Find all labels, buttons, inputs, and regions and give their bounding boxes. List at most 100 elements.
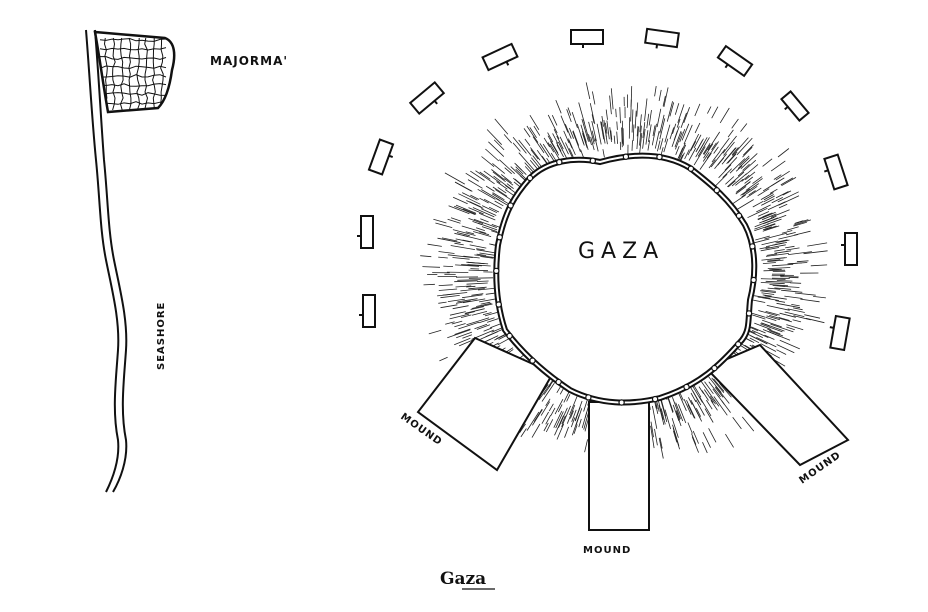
- hatch-stroke: [494, 118, 509, 135]
- hatch-stroke: [465, 308, 485, 314]
- hatch-stroke: [582, 130, 589, 150]
- hatch-stroke: [454, 181, 472, 192]
- hatch-stroke: [651, 123, 657, 146]
- hatch-stroke: [793, 307, 803, 311]
- hatch-stroke: [762, 217, 775, 223]
- hatch-stroke: [764, 225, 777, 231]
- wall-tower: [651, 395, 659, 403]
- hatch-stroke: [715, 386, 730, 404]
- hatch-stroke: [662, 95, 666, 107]
- harbor-street: [128, 37, 132, 111]
- hatch-stroke: [757, 211, 776, 221]
- hatch-stroke: [760, 278, 786, 280]
- wall-tower: [750, 276, 757, 284]
- harbor-street: [99, 47, 167, 51]
- hatch-stroke: [585, 82, 591, 100]
- hatch-stroke: [719, 382, 732, 398]
- hatch-stroke: [477, 188, 496, 200]
- hatch-stroke: [796, 260, 809, 263]
- wall-tower: [618, 399, 625, 406]
- hatch-stroke: [454, 205, 476, 215]
- camp-6: [844, 232, 858, 266]
- harbor-street: [136, 37, 141, 111]
- hatch-stroke: [454, 280, 478, 283]
- hatch-stroke: [613, 135, 616, 144]
- hatch-stroke: [542, 143, 556, 163]
- hatch-stroke: [632, 124, 635, 142]
- hatch-stroke: [483, 198, 502, 209]
- hatch-stroke: [448, 205, 470, 215]
- hatch-stroke: [654, 428, 658, 446]
- mound-right: [704, 343, 850, 467]
- hatch-stroke: [658, 437, 664, 459]
- hatch-stroke: [450, 217, 462, 222]
- hatch-stroke: [680, 152, 685, 161]
- hatch-stroke: [754, 223, 776, 232]
- hatch-stroke: [744, 176, 754, 184]
- hatch-stroke: [552, 133, 559, 144]
- hatch-stroke: [455, 300, 471, 304]
- hatch-stroke: [480, 208, 497, 216]
- hatch-stroke: [751, 330, 769, 338]
- camp-8: [481, 42, 519, 72]
- hatch-stroke: [571, 111, 578, 129]
- mound-left: [416, 336, 555, 472]
- hatch-stroke: [765, 350, 781, 359]
- hatch-stroke: [764, 232, 788, 240]
- hatch-stroke: [698, 386, 704, 394]
- hatch-stroke: [438, 256, 448, 259]
- hatch-stroke: [659, 114, 665, 134]
- hatch-stroke: [538, 380, 553, 401]
- hatch-stroke: [486, 129, 502, 145]
- hatch-stroke: [636, 126, 639, 137]
- hatch-stroke: [760, 192, 774, 200]
- hatch-stroke: [541, 382, 555, 402]
- coastline-outer: [85, 29, 120, 493]
- hatch-stroke: [524, 166, 532, 174]
- hatch-stroke: [770, 160, 786, 172]
- hatch-stroke: [786, 326, 795, 331]
- hatch-stroke: [674, 103, 680, 115]
- hatch-stroke: [539, 143, 550, 158]
- hatch-stroke: [741, 185, 758, 198]
- harbor-street: [160, 37, 164, 111]
- hatch-stroke: [524, 162, 534, 173]
- hatch-stroke: [480, 301, 491, 305]
- hatch-stroke: [479, 231, 490, 236]
- hatch-stroke: [766, 253, 778, 256]
- hatch-stroke: [785, 245, 795, 249]
- hatch-stroke: [765, 242, 787, 247]
- hatch-stroke: [449, 313, 470, 320]
- hatch-stroke: [636, 126, 639, 150]
- hatch-stroke: [506, 183, 514, 190]
- hatch-stroke: [583, 119, 590, 142]
- wall-tower: [745, 310, 753, 317]
- hatch-stroke: [767, 259, 784, 262]
- hatch-stroke: [751, 326, 766, 334]
- hatch-stroke: [740, 153, 758, 169]
- hatch-stroke: [645, 130, 649, 145]
- hatch-stroke: [463, 255, 480, 259]
- hatch-stroke: [759, 246, 770, 250]
- hatch-stroke: [470, 306, 484, 310]
- coastline: [85, 29, 128, 493]
- hatch-stroke: [518, 139, 532, 156]
- hatch-stroke: [754, 223, 769, 230]
- hatch-stroke: [498, 335, 507, 340]
- hatch-stroke: [732, 417, 742, 430]
- hatch-stroke: [609, 95, 612, 115]
- hatch-stroke: [767, 259, 781, 262]
- hatch-stroke: [764, 334, 775, 340]
- hatch-stroke: [476, 324, 491, 330]
- hatch-stroke: [714, 387, 724, 398]
- hatch-stroke: [492, 186, 508, 197]
- hatch-stroke: [761, 213, 777, 221]
- hatch-stroke: [770, 257, 787, 260]
- hatch-stroke: [650, 425, 655, 449]
- wall-tower: [493, 267, 500, 275]
- hatch-stroke: [784, 311, 805, 317]
- hatch-stroke: [492, 163, 506, 174]
- hatch-stroke: [762, 225, 780, 232]
- hatch-stroke: [473, 218, 497, 228]
- hatch-stroke: [433, 218, 447, 224]
